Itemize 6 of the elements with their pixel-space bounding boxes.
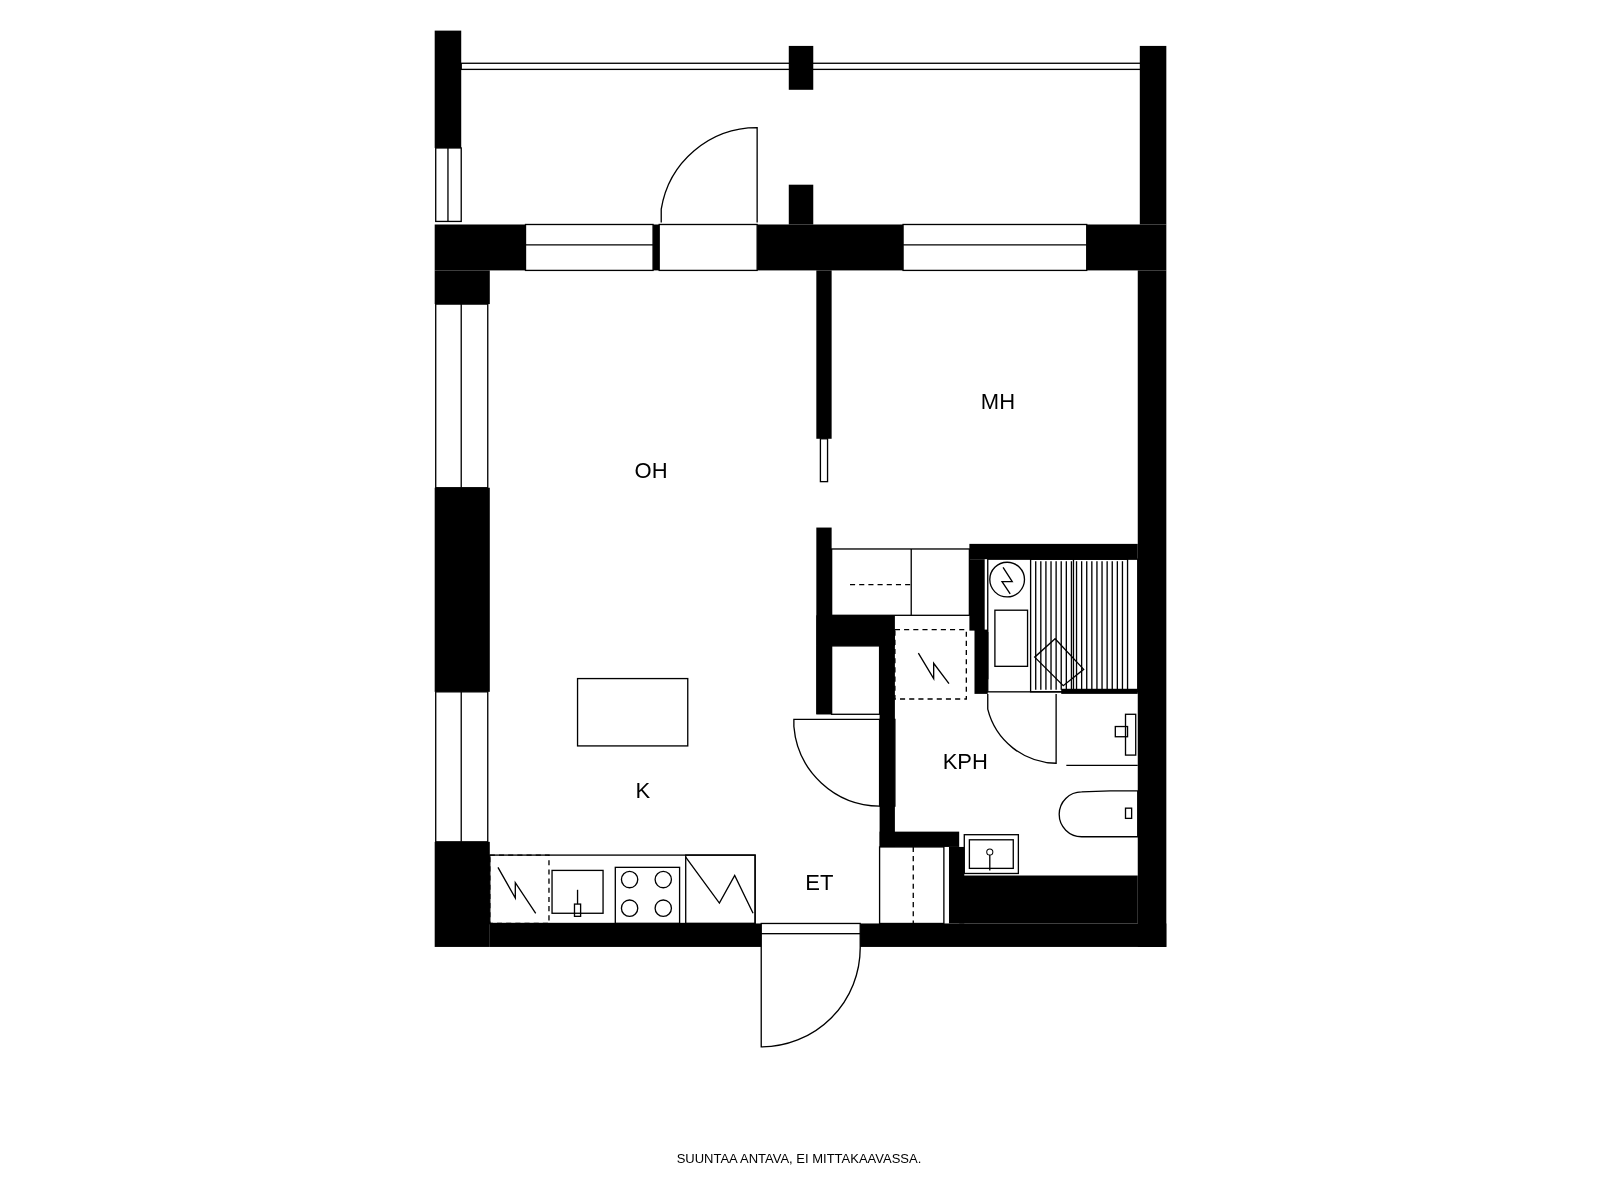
room-label: OH [634, 460, 668, 483]
room-label: ET [805, 871, 834, 894]
room-label: K [635, 779, 651, 802]
room-label: KPH [942, 751, 988, 774]
caption: SUUNTAA ANTAVA, EI MITTAKAAVASSA. [676, 1151, 922, 1166]
room-label: MH [980, 391, 1016, 414]
